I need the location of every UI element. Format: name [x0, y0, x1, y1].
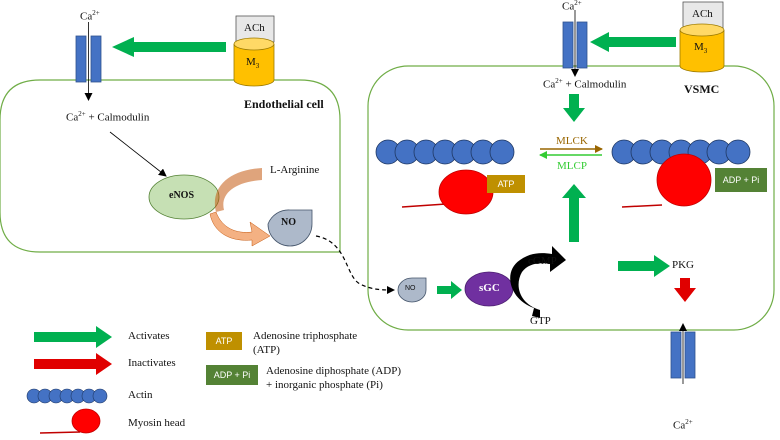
legend-adp-box: ADP + Pi	[206, 365, 258, 385]
inactivate-arrow-pkg	[674, 278, 696, 302]
actin-bead	[92, 388, 108, 404]
ach-label-right: ACh	[692, 8, 713, 20]
gtp-to-cgmp-arrow	[510, 246, 566, 318]
legend-inactivates-label: Inactivates	[128, 357, 176, 369]
activate-arrow-m3-to-ca-left	[112, 37, 226, 57]
activate-arrow-calmodulin-down	[563, 94, 585, 122]
cgmp-label: cGMP	[528, 255, 557, 267]
actin-bead	[725, 139, 751, 165]
no-small-label: NO	[405, 285, 416, 292]
legend-activates-arrow	[34, 326, 112, 348]
ca-label-top-right: Ca2+	[562, 0, 582, 13]
l-arginine-arrow	[214, 168, 262, 212]
legend-atp-desc-2: (ATP)	[253, 344, 280, 356]
actin-bead	[489, 139, 515, 165]
legend-myosin-label: Myosin head	[128, 417, 186, 429]
ca-channel-top-right	[562, 10, 588, 77]
dashed-no-diffusion	[315, 235, 395, 294]
enos-label: eNOS	[169, 190, 194, 201]
ca-channel-bottom	[670, 323, 696, 384]
actin-chain-left	[375, 139, 515, 165]
ca-channel-top-left	[75, 22, 102, 101]
endothelial-cell-outline	[0, 79, 341, 253]
mlck-label: MLCK	[556, 135, 588, 147]
m3-receptor-right	[679, 1, 725, 73]
activate-arrow-cgmp-to-pkg	[618, 255, 670, 277]
endothelial-cell-title: Endothelial cell	[244, 97, 324, 111]
gtp-label: GTP	[530, 315, 551, 327]
legend-adp-desc-1: Adenosine diphosphate (ADP)	[266, 365, 402, 377]
no-molecule-vsmc	[397, 277, 427, 303]
myosin-head-left	[401, 169, 494, 215]
sgc-label: sGC	[479, 282, 500, 294]
adp-pi-box: ADP + Pi	[715, 168, 767, 192]
atp-box: ATP	[487, 175, 525, 193]
arrow-calmodulin-to-enos	[109, 131, 167, 177]
pkg-label: PKG	[672, 259, 695, 271]
m3-label-left: M3	[246, 56, 260, 71]
ca-label-top-left: Ca2+	[80, 9, 100, 23]
activate-arrow-cgmp-up	[562, 184, 586, 242]
legend-myosin-symbol	[39, 408, 101, 434]
ca-label-bottom: Ca2+	[673, 418, 693, 432]
legend-activates-label: Activates	[128, 330, 170, 342]
m3-receptor-left	[233, 15, 275, 87]
legend-actin-symbol	[26, 388, 108, 404]
legend-inactivates-arrow	[34, 353, 112, 375]
ca-calmodulin-left: Ca2+ + Calmodulin	[66, 110, 150, 124]
no-label: NO	[281, 217, 296, 228]
vsmc-title: VSMC	[684, 82, 720, 96]
legend-atp-desc-1: Adenosine triphosphate	[253, 330, 358, 342]
no-molecule-endothelial	[267, 209, 313, 247]
activate-arrow-m3-to-ca-right	[590, 32, 676, 52]
ach-label-left: ACh	[244, 22, 265, 34]
legend-actin-label: Actin	[128, 389, 153, 401]
ca-calmodulin-right: Ca2+ + Calmodulin	[543, 77, 627, 91]
legend-atp-box: ATP	[206, 332, 242, 350]
m3-label-right: M3	[694, 41, 708, 56]
l-arginine-label: L-Arginine	[270, 164, 320, 176]
myosin-head-right	[621, 153, 712, 208]
legend-adp-desc-2: + inorganic phosphate (Pi)	[266, 379, 383, 391]
l-arginine-arrow-tail	[209, 211, 271, 247]
activate-arrow-no-to-sgc	[437, 281, 462, 299]
mlcp-label: MLCP	[557, 160, 587, 172]
